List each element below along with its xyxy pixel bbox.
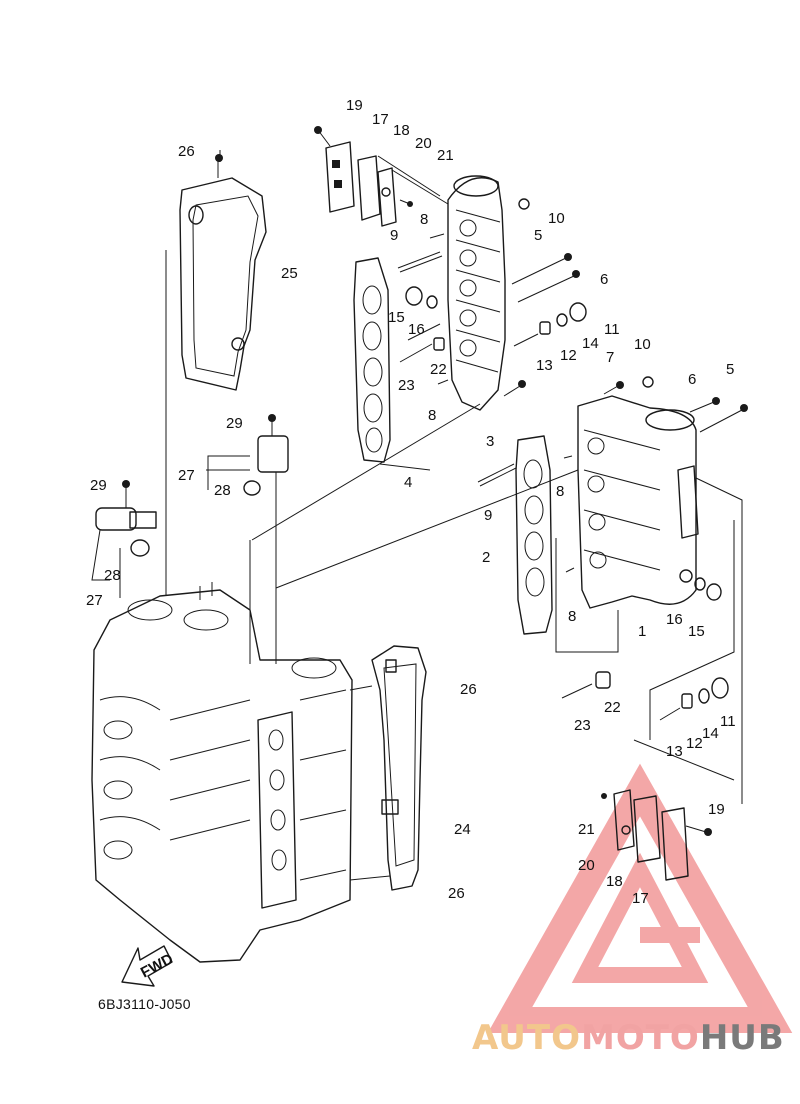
callout-20: 20 bbox=[415, 135, 432, 152]
callout-8: 8 bbox=[428, 407, 436, 424]
callout-26: 26 bbox=[448, 885, 465, 902]
cylinder-block bbox=[91, 582, 353, 963]
callout-6: 6 bbox=[688, 371, 696, 388]
callout-20: 20 bbox=[578, 857, 595, 874]
cam-sensor-upper bbox=[243, 414, 289, 496]
callout-28: 28 bbox=[104, 567, 121, 584]
upper-gasket-4 bbox=[353, 257, 391, 463]
callout-5: 5 bbox=[726, 361, 734, 378]
automotohub-watermark: AUTOMOTOHUB bbox=[472, 1018, 785, 1058]
callout-11: 11 bbox=[604, 321, 620, 338]
lower-fasteners bbox=[477, 376, 748, 721]
callout-12: 12 bbox=[686, 735, 703, 752]
callout-22: 22 bbox=[430, 361, 447, 378]
callout-15: 15 bbox=[688, 623, 705, 640]
callout-18: 18 bbox=[606, 873, 623, 890]
top-sensor-bracket bbox=[314, 126, 413, 227]
upper-manifold-3 bbox=[447, 175, 506, 411]
callout-8: 8 bbox=[556, 483, 564, 500]
callout-26: 26 bbox=[460, 681, 477, 698]
callout-6: 6 bbox=[600, 271, 608, 288]
callout-22: 22 bbox=[604, 699, 621, 716]
callout-29: 29 bbox=[226, 415, 243, 432]
callout-16: 16 bbox=[408, 321, 425, 338]
callout-14: 14 bbox=[582, 335, 599, 352]
watermark-part-hub: HUB bbox=[699, 1018, 785, 1058]
callout-23: 23 bbox=[398, 377, 415, 394]
callout-10: 10 bbox=[634, 336, 651, 353]
cam-sensor-lower bbox=[95, 480, 157, 557]
callout-24: 24 bbox=[454, 821, 471, 838]
callout-1: 1 bbox=[638, 623, 646, 640]
upper-fasteners bbox=[215, 150, 587, 397]
callout-5: 5 bbox=[534, 227, 542, 244]
watermark-part-moto: MOTO bbox=[580, 1018, 700, 1058]
callout-10: 10 bbox=[548, 210, 565, 227]
lower-sensor-bracket bbox=[601, 789, 712, 881]
callout-15: 15 bbox=[388, 309, 405, 326]
callout-21: 21 bbox=[437, 147, 454, 164]
forward-label: FWD bbox=[138, 950, 176, 981]
callout-19: 19 bbox=[346, 97, 363, 114]
callout-28: 28 bbox=[214, 482, 231, 499]
callout-27: 27 bbox=[178, 467, 195, 484]
callout-27: 27 bbox=[86, 592, 103, 609]
lower-cover-24 bbox=[371, 645, 427, 891]
callout-8: 8 bbox=[568, 608, 576, 625]
callout-2: 2 bbox=[482, 549, 490, 566]
callout-9: 9 bbox=[484, 507, 492, 524]
callout-17: 17 bbox=[632, 890, 649, 907]
callout-11: 11 bbox=[720, 713, 736, 730]
leader-lines bbox=[91, 155, 743, 881]
lower-gasket-2 bbox=[515, 435, 553, 635]
callout-13: 13 bbox=[536, 357, 553, 374]
diagram-part-code: 6BJ3110-J050 bbox=[98, 996, 191, 1012]
callout-14: 14 bbox=[702, 725, 719, 742]
callout-16: 16 bbox=[666, 611, 683, 628]
watermark-part-auto: AUTO bbox=[472, 1018, 581, 1058]
callout-4: 4 bbox=[404, 474, 412, 491]
callout-8: 8 bbox=[420, 211, 428, 228]
lower-manifold-1 bbox=[577, 395, 699, 609]
callout-26: 26 bbox=[178, 143, 195, 160]
watermark-logo bbox=[487, 763, 793, 1033]
upper-cover-25 bbox=[179, 160, 267, 391]
callout-9: 9 bbox=[390, 227, 398, 244]
callout-3: 3 bbox=[486, 433, 494, 450]
callout-23: 23 bbox=[574, 717, 591, 734]
callout-21: 21 bbox=[578, 821, 595, 838]
callout-29: 29 bbox=[90, 477, 107, 494]
callout-19: 19 bbox=[708, 801, 725, 818]
forward-direction-arrow: FWD bbox=[121, 945, 176, 987]
callout-18: 18 bbox=[393, 122, 410, 139]
callout-13: 13 bbox=[666, 743, 683, 760]
callout-17: 17 bbox=[372, 111, 389, 128]
callout-12: 12 bbox=[560, 347, 577, 364]
callout-7: 7 bbox=[606, 349, 614, 366]
callout-25: 25 bbox=[281, 265, 298, 282]
